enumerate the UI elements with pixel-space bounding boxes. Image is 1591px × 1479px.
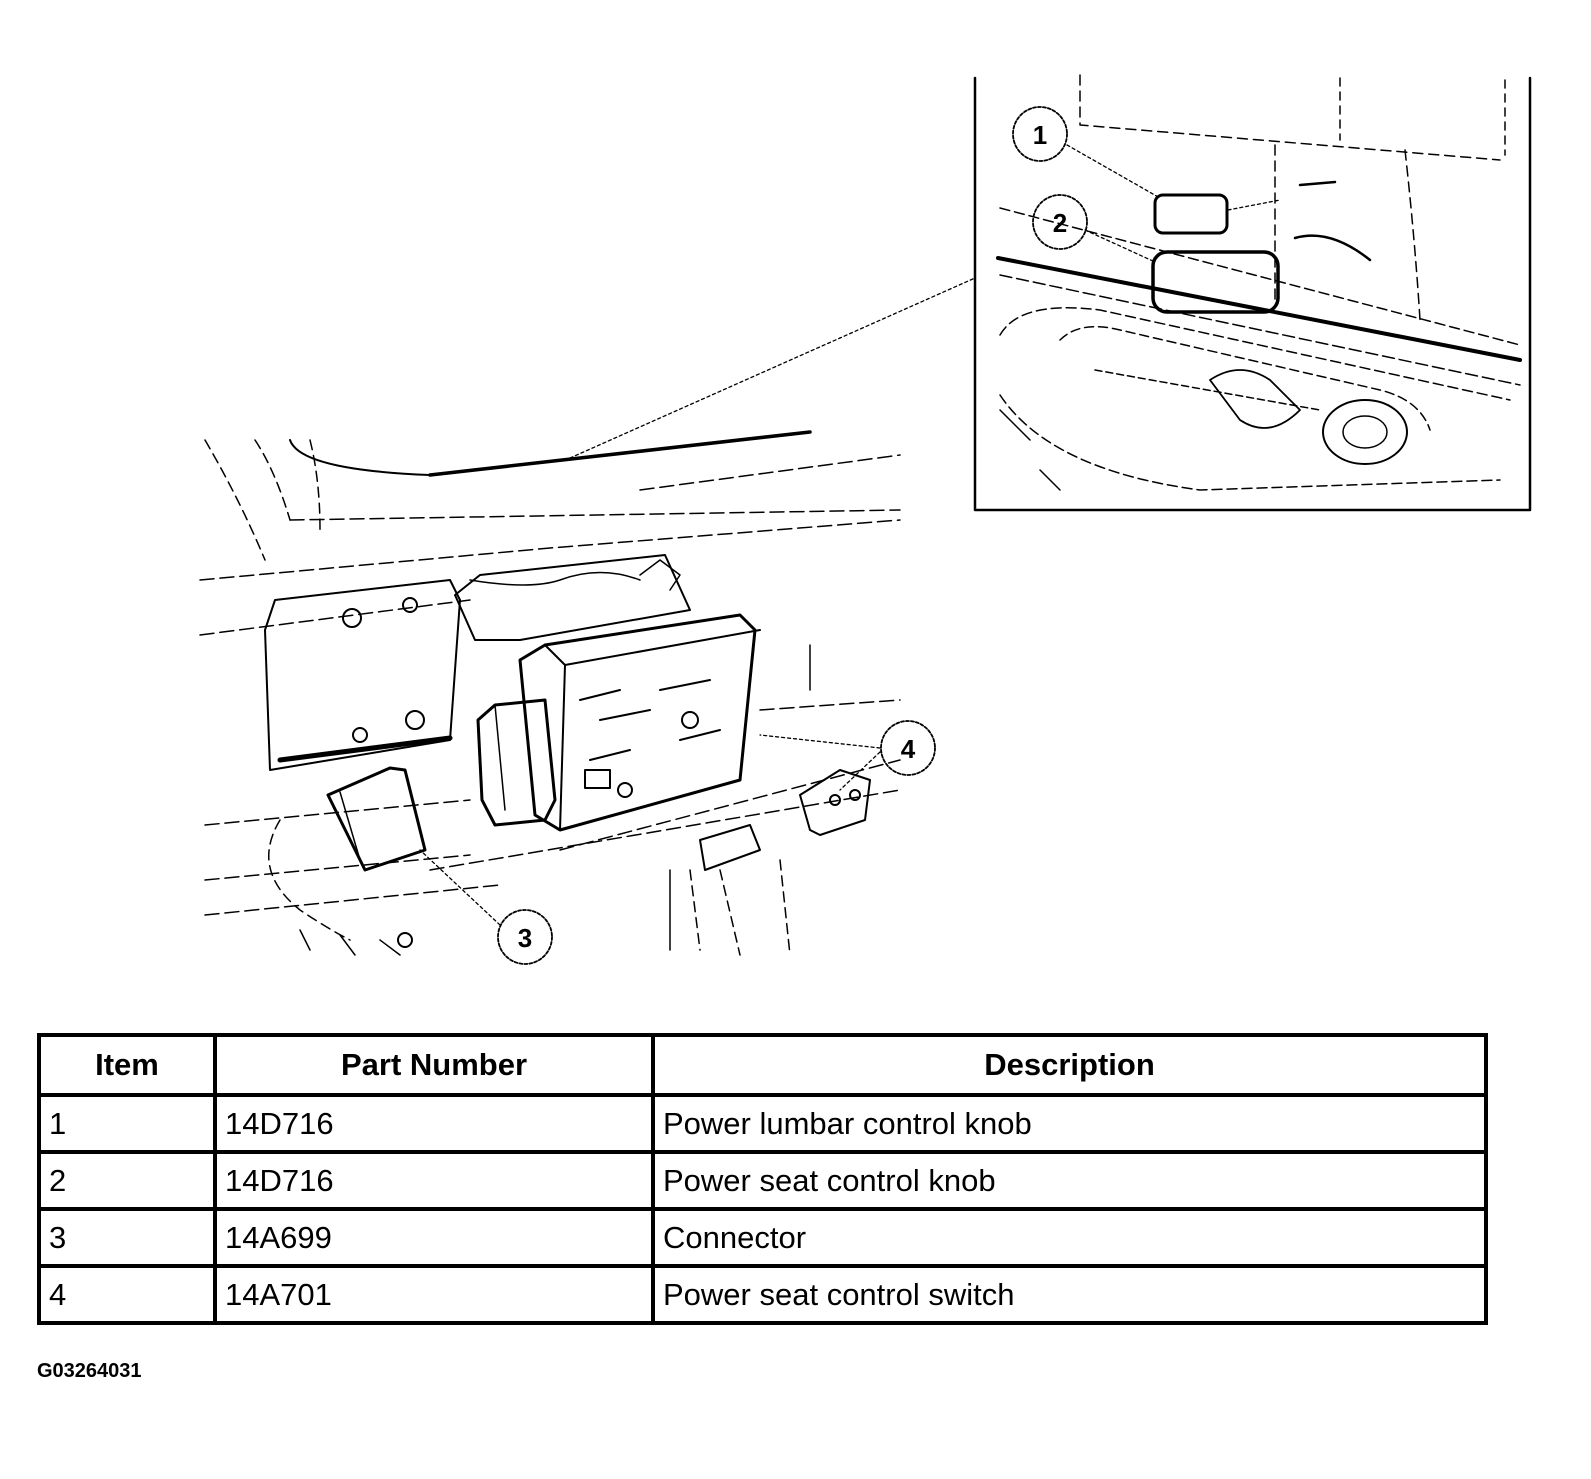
callout-circle-1	[1012, 106, 1068, 162]
cell-description: Power seat control switch	[651, 1264, 1488, 1325]
callout-2: 2	[1053, 208, 1067, 238]
callout-4: 4	[901, 734, 916, 764]
figure-id: G03264031	[37, 1360, 142, 1382]
callout-circle-4	[880, 720, 936, 776]
cell-description: Power lumbar control knob	[651, 1093, 1488, 1154]
callout-circle-2	[1032, 194, 1088, 250]
cell-item: 4	[37, 1264, 217, 1325]
cell-part-number: 14D716	[213, 1150, 655, 1211]
callout-3: 3	[518, 923, 532, 953]
cell-item: 3	[37, 1207, 217, 1268]
table-row: 4 14A701 Power seat control switch	[37, 1264, 1488, 1325]
cell-item: 1	[37, 1093, 217, 1154]
callout-1: 1	[1033, 120, 1047, 150]
detail-inset	[569, 74, 1532, 512]
callout-circle-3	[497, 909, 553, 965]
cell-part-number: 14A699	[213, 1207, 655, 1268]
table-row: 3 14A699 Connector	[37, 1207, 1488, 1268]
parts-table: Item Part Number Description 1 14D716 Po…	[37, 1033, 1488, 1325]
header-description: Description	[651, 1033, 1488, 1097]
table-row: 2 14D716 Power seat control knob	[37, 1150, 1488, 1211]
cell-part-number: 14A701	[213, 1264, 655, 1325]
main-view	[199, 430, 901, 956]
seat-control-illustration: 1 2 3 4	[199, 74, 1532, 965]
cell-description: Connector	[651, 1207, 1488, 1268]
cell-part-number: 14D716	[213, 1093, 655, 1154]
header-part-number: Part Number	[213, 1033, 655, 1097]
header-item: Item	[37, 1033, 217, 1097]
table-header-row: Item Part Number Description	[37, 1033, 1488, 1097]
table-row: 1 14D716 Power lumbar control knob	[37, 1093, 1488, 1154]
cell-item: 2	[37, 1150, 217, 1211]
cell-description: Power seat control knob	[651, 1150, 1488, 1211]
